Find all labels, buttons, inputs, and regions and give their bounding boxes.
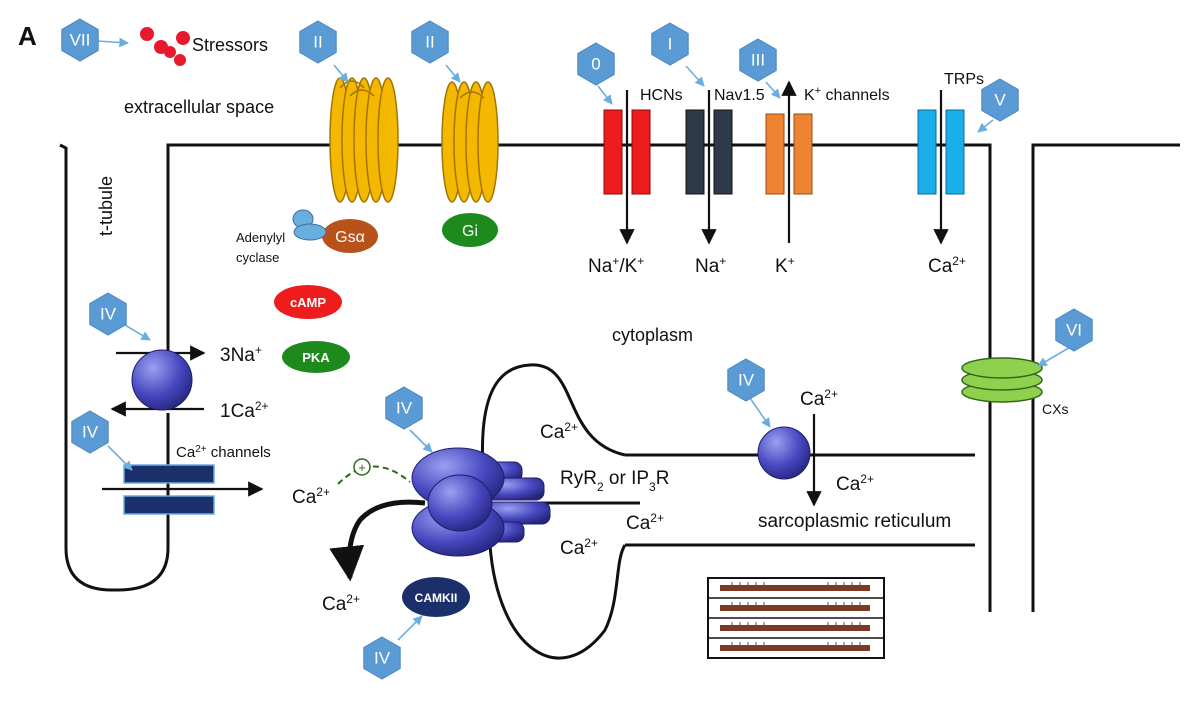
nav-label: Nav1.5 bbox=[714, 87, 765, 104]
hexagon-badge bbox=[385, 386, 423, 430]
hcn-channel-right bbox=[631, 109, 651, 195]
ca-channels-label: Ca2+ channels bbox=[176, 444, 271, 462]
t-tubule-membrane bbox=[59, 143, 170, 592]
ca-channel-top bbox=[123, 464, 215, 484]
cx-label: CXs bbox=[1042, 401, 1068, 417]
cytoplasm-label: cytoplasm bbox=[612, 325, 693, 345]
pka-label: PKA bbox=[302, 350, 330, 365]
trp-label: TRPs bbox=[944, 71, 984, 88]
hcn-label: HCNs bbox=[640, 87, 683, 104]
stressor-dot bbox=[140, 27, 154, 41]
na-ion-label: Na+ bbox=[695, 254, 726, 277]
stressors-group: Stressors bbox=[140, 27, 268, 66]
one-ca-label: 1Ca2+ bbox=[220, 399, 269, 422]
hcn-channel-left bbox=[603, 109, 623, 195]
gsa-label: Gsα bbox=[335, 229, 365, 246]
hexagon-label: IV bbox=[738, 371, 755, 390]
hexagon-badge bbox=[299, 20, 337, 64]
ca-release-arrow bbox=[329, 499, 426, 582]
ncx-exchanger bbox=[131, 349, 193, 411]
hexagon-label: VII bbox=[70, 31, 91, 50]
serca-pump bbox=[757, 426, 811, 480]
gsa-protein bbox=[322, 219, 378, 253]
hexagon-label: IV bbox=[396, 399, 413, 418]
hexagon-label: III bbox=[751, 51, 765, 70]
plus-circle bbox=[353, 458, 371, 476]
camkii-oval bbox=[402, 577, 470, 617]
hexagon-badge bbox=[651, 22, 689, 66]
plus-sign: + bbox=[358, 460, 366, 475]
hexagon-pointers bbox=[96, 37, 1073, 641]
k-ion-label: K+ bbox=[775, 254, 795, 277]
gpcr-gs bbox=[329, 77, 399, 203]
hexagon-label: II bbox=[425, 33, 434, 52]
hexagon-badge bbox=[411, 20, 449, 64]
hexagon-badge bbox=[71, 410, 109, 454]
hexagon-label: IV bbox=[100, 305, 117, 324]
ca-ion-label-trigger: Ca2+ bbox=[292, 485, 330, 508]
ca-ion-label-sr-middle: Ca2+ bbox=[626, 511, 664, 534]
k-channel-right bbox=[793, 113, 813, 195]
hexagon-badge bbox=[61, 18, 99, 62]
hexagon-label: IV bbox=[82, 423, 99, 442]
t-tubule-label: t-tubule bbox=[96, 176, 116, 236]
hexagon-label: I bbox=[668, 35, 673, 54]
cicr-dashed-arrow bbox=[337, 465, 411, 485]
adenylyl-label-2: cyclase bbox=[236, 250, 279, 265]
ca-ion-label-trp: Ca2+ bbox=[928, 254, 966, 277]
sarcomere bbox=[707, 577, 885, 659]
hexagon-badge bbox=[739, 38, 777, 82]
ca-channel-bottom bbox=[123, 495, 215, 515]
camp-label: cAMP bbox=[290, 295, 326, 310]
hexagon-badge bbox=[89, 292, 127, 336]
k-channels-label: K+ channels bbox=[804, 85, 890, 104]
connexin-group bbox=[961, 357, 1043, 403]
ryr-complex bbox=[411, 447, 551, 557]
stressor-dot bbox=[174, 54, 186, 66]
ca-ion-label-serca-out: Ca2+ bbox=[836, 472, 874, 495]
nav-channel-right bbox=[713, 109, 733, 195]
hexagon-badge bbox=[363, 636, 401, 680]
hexagon-badge bbox=[577, 42, 615, 86]
camkii-label: CAMKII bbox=[415, 591, 458, 605]
hexagon-label: VI bbox=[1066, 321, 1082, 340]
nav-channel-left bbox=[685, 109, 705, 195]
three-na-label: 3Na+ bbox=[220, 343, 262, 366]
hexagon-label: V bbox=[994, 91, 1006, 110]
panel-letter: A bbox=[18, 21, 37, 51]
ryr-label: RyR2 or IP3R bbox=[560, 468, 669, 494]
gi-label: Gi bbox=[462, 223, 478, 240]
stressor-dot bbox=[176, 31, 190, 45]
hexagon-label: IV bbox=[374, 649, 391, 668]
sr-label: sarcoplasmic reticulum bbox=[758, 511, 951, 532]
gi-protein bbox=[442, 213, 498, 247]
ca-ion-label-released: Ca2+ bbox=[322, 592, 360, 615]
na-k-ion-label: Na+/K+ bbox=[588, 254, 644, 277]
k-channel-left bbox=[765, 113, 785, 195]
stressor-dot bbox=[164, 46, 176, 58]
trp-channel-left bbox=[917, 109, 937, 195]
hexagon-label: II bbox=[313, 33, 322, 52]
pka-oval bbox=[282, 341, 350, 373]
ca-ion-label-serca-in: Ca2+ bbox=[800, 387, 838, 410]
stressors-label: Stressors bbox=[192, 35, 268, 55]
hexagon-label: 0 bbox=[591, 55, 600, 74]
trp-channel-right bbox=[945, 109, 965, 195]
hexagon-badge bbox=[981, 78, 1019, 122]
ca-ion-label-sr-bottom: Ca2+ bbox=[560, 536, 598, 559]
ca-ion-label-sr-top: Ca2+ bbox=[540, 420, 578, 443]
extracellular-label: extracellular space bbox=[124, 97, 274, 117]
adenylyl-cyclase-body bbox=[293, 223, 327, 241]
camp-oval bbox=[274, 285, 342, 319]
hexagon-badge bbox=[727, 358, 765, 402]
adenylyl-label-1: Adenylyl bbox=[236, 230, 285, 245]
hexagon-badge bbox=[1055, 308, 1093, 352]
gpcr-gi bbox=[441, 81, 499, 203]
neighbor-cell-membrane bbox=[1031, 143, 1180, 612]
